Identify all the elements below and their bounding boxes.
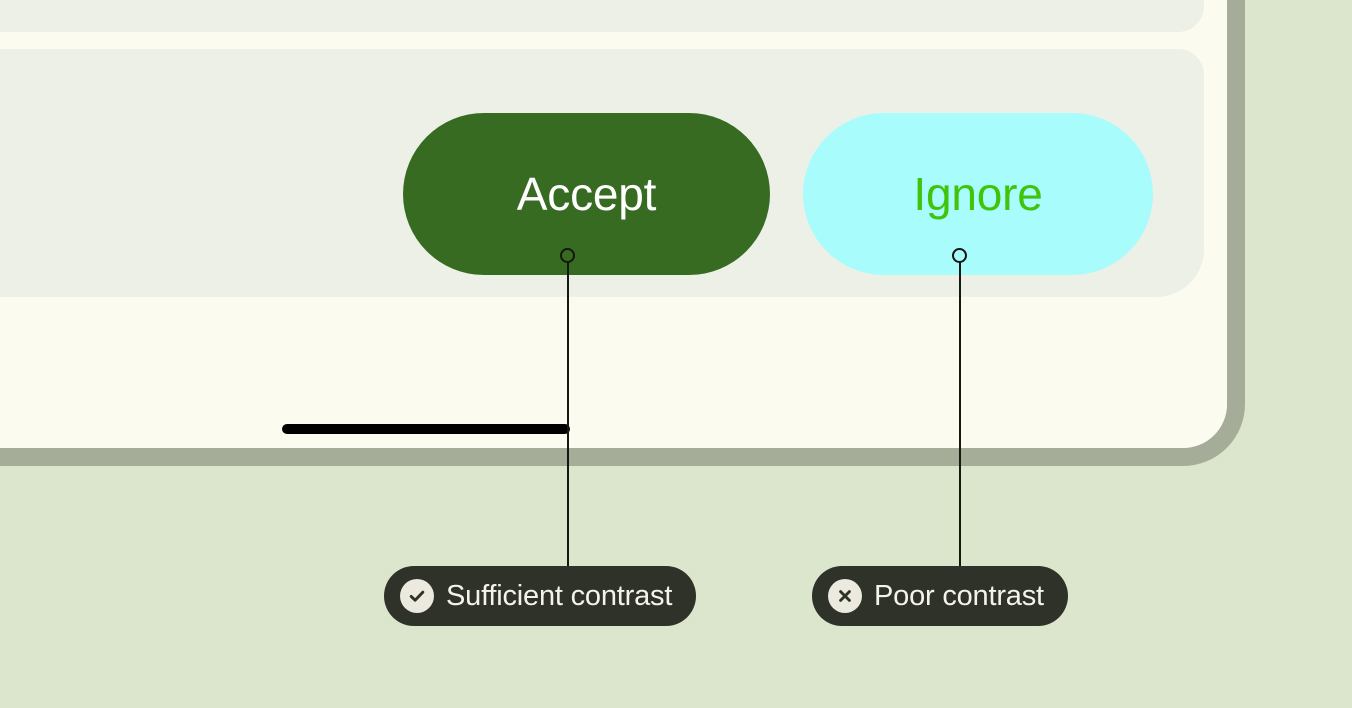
device-frame: a request. Accept Ignore: [0, 0, 1245, 466]
accept-button[interactable]: Accept: [403, 113, 770, 275]
annotation-tag-poor-contrast: Poor contrast: [812, 566, 1068, 626]
annotation-tag-sufficient-contrast: Sufficient contrast: [384, 566, 697, 626]
x-circle-icon: [828, 579, 862, 613]
callout-node-icon: [952, 248, 967, 263]
list-panel-above: [0, 0, 1204, 32]
callout-line: [959, 262, 961, 568]
annotation-tag-label: Poor contrast: [874, 579, 1044, 612]
callout-node-icon: [560, 248, 575, 263]
ignore-button[interactable]: Ignore: [803, 113, 1153, 275]
callout-line: [567, 262, 569, 568]
check-circle-icon: [400, 579, 434, 613]
annotation-tag-label: Sufficient contrast: [446, 579, 673, 612]
device-screen: a request. Accept Ignore: [0, 0, 1204, 434]
home-indicator-bar[interactable]: [282, 424, 570, 434]
